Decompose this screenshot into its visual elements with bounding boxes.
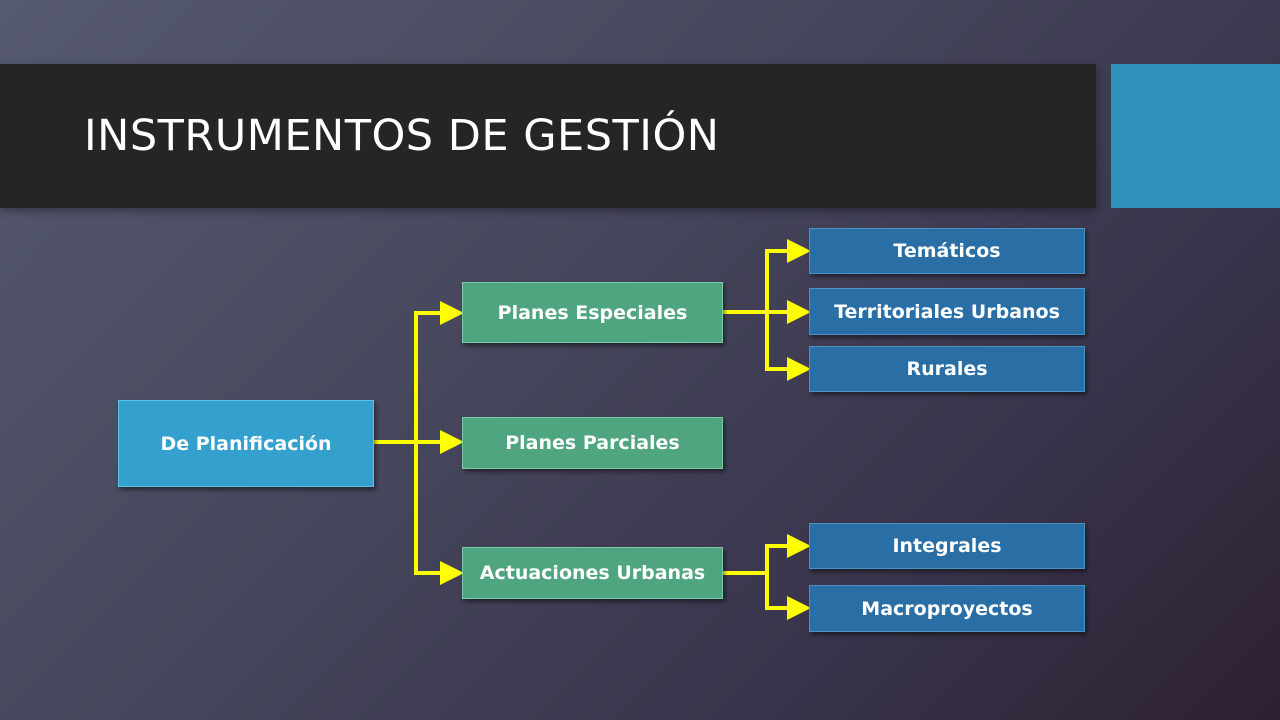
node-planes-parciales: Planes Parciales	[462, 417, 723, 469]
connector-root-actuaciones-urbanas	[374, 440, 464, 585]
connector-root-planes-especiales	[374, 301, 464, 444]
connector-actuaciones-integrales	[723, 534, 811, 575]
accent-block	[1111, 64, 1280, 208]
node-planes-especiales: Planes Especiales	[462, 282, 723, 343]
node-territoriales-urbanos: Territoriales Urbanos	[809, 288, 1085, 335]
connector-actuaciones-macroproyectos	[723, 571, 811, 620]
node-integrales: Integrales	[809, 523, 1085, 569]
node-rurales: Rurales	[809, 346, 1085, 392]
node-macroproyectos: Macroproyectos	[809, 585, 1085, 632]
node-actuaciones-urbanas: Actuaciones Urbanas	[462, 547, 723, 599]
node-de-planificacion: De Planificación	[118, 400, 374, 487]
connector-especiales-tematicos	[723, 239, 811, 314]
connector-especiales-rurales	[723, 310, 811, 381]
node-tematicos: Temáticos	[809, 228, 1085, 274]
title-bar	[0, 64, 1096, 208]
slide-title: INSTRUMENTOS DE GESTIÓN	[84, 111, 720, 161]
